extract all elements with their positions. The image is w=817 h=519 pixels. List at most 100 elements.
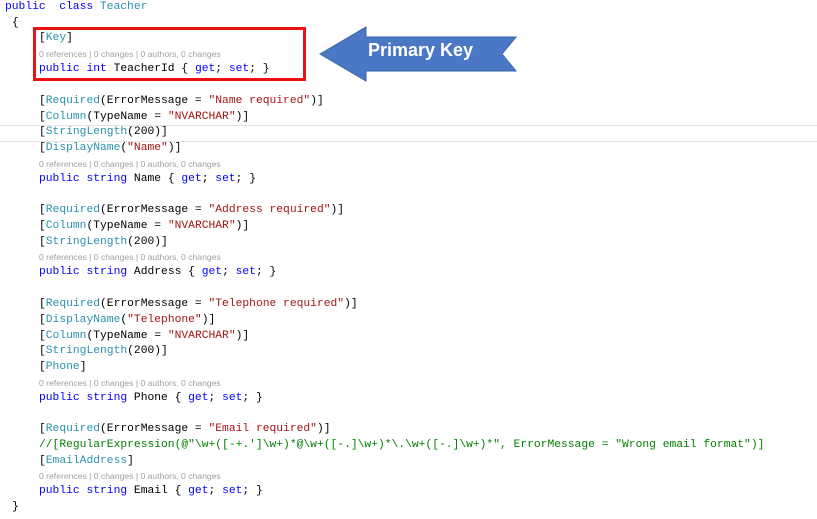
code-token: ; } — [235, 172, 256, 185]
code-token: Required — [45, 204, 101, 217]
code-token: [ — [39, 345, 46, 358]
codelens-info: 0 references | 0 changes | 0 authors, 0 … — [39, 158, 221, 169]
code-token: set — [215, 172, 236, 185]
code-token: [ — [39, 313, 46, 326]
code-token: Column — [45, 329, 87, 342]
code-token: get — [188, 391, 209, 404]
code-token: [ — [39, 110, 46, 123]
code-line: [StringLength(200)] — [39, 343, 168, 359]
code-token: StringLength — [45, 235, 128, 248]
code-token: )] — [235, 110, 250, 123]
code-token: public int — [39, 63, 114, 76]
code-token: Required — [45, 94, 101, 107]
code-token: [ — [39, 454, 46, 467]
code-token: set — [222, 485, 243, 498]
code-token: "Name" — [127, 141, 168, 154]
code-token: [ — [39, 126, 46, 139]
code-token: { — [12, 16, 19, 29]
code-line: [Required(ErrorMessage = "Name required"… — [39, 93, 324, 109]
code-token: ; } — [249, 63, 270, 76]
code-token: Key — [45, 32, 67, 45]
code-token: get — [194, 63, 216, 76]
code-token: Phone { — [133, 391, 189, 404]
code-token: (ErrorMessage = — [100, 204, 209, 217]
code-token: ; } — [255, 266, 277, 279]
code-line: [StringLength(200)] — [39, 124, 168, 140]
code-token: public string — [39, 172, 134, 185]
code-token: (ErrorMessage = — [100, 423, 209, 436]
code-token: [ — [39, 298, 46, 311]
codelens-info: 0 references | 0 changes | 0 authors, 0 … — [39, 471, 221, 482]
code-token: (200)] — [127, 126, 168, 139]
code-line: public string Name { get; set; } — [39, 171, 256, 187]
code-token: public string — [39, 391, 134, 404]
code-token: ( — [120, 313, 128, 326]
code-line: [Column(TypeName = "NVARCHAR")] — [39, 328, 249, 344]
code-token: Column — [45, 220, 87, 232]
code-token: )] — [310, 94, 324, 107]
code-token: ; — [208, 485, 223, 498]
code-token: set — [228, 63, 250, 76]
code-line: { — [12, 15, 19, 31]
codelens-info: 0 references | 0 changes | 0 authors, 0 … — [39, 252, 221, 263]
code-line: //[RegularExpression(@"\w+([-+.']\w+)*@\… — [39, 437, 764, 453]
code-token: (200)] — [127, 345, 168, 358]
code-token: [ — [39, 32, 46, 45]
code-token: (200)] — [127, 235, 168, 248]
code-token: get — [188, 485, 209, 498]
code-line: [Key] — [39, 30, 73, 46]
code-token: "Email required" — [208, 423, 317, 436]
code-token: ; — [201, 172, 216, 185]
code-line: [DisplayName("Name")] — [39, 140, 181, 156]
code-token: )] — [316, 423, 331, 436]
code-token: )] — [235, 220, 250, 232]
code-line: [Column(TypeName = "NVARCHAR")] — [39, 218, 249, 234]
code-token: ; — [222, 266, 236, 279]
code-line: [Required(ErrorMessage = "Email required… — [39, 421, 331, 437]
code-token: ; — [208, 391, 223, 404]
code-line: [Required(ErrorMessage = "Telephone requ… — [39, 296, 358, 312]
code-token: StringLength — [45, 126, 128, 139]
code-token: [ — [39, 360, 46, 373]
code-line: } — [12, 499, 19, 515]
code-token: Required — [45, 298, 101, 311]
code-token: "NVARCHAR" — [167, 329, 236, 342]
code-token: Teacher — [99, 1, 148, 13]
code-line: [Column(TypeName = "NVARCHAR")] — [39, 109, 249, 125]
code-token: StringLength — [45, 345, 128, 358]
code-line: [EmailAddress] — [39, 453, 134, 469]
code-token: set — [235, 266, 256, 279]
code-token: ] — [66, 32, 73, 45]
code-token: get — [181, 172, 202, 185]
code-token: ; } — [242, 391, 263, 404]
code-line: public string Email { get; set; } — [39, 483, 263, 499]
code-line: public string Phone { get; set; } — [39, 390, 263, 406]
code-token: } — [12, 501, 19, 514]
code-token: ; — [215, 63, 229, 76]
code-token: DisplayName — [45, 141, 121, 154]
code-token: get — [201, 266, 223, 279]
code-token: )] — [330, 204, 345, 217]
code-token: "NVARCHAR" — [167, 110, 236, 123]
code-token: [ — [39, 423, 46, 436]
code-token: Address { — [133, 266, 202, 279]
code-token: EmailAddress — [45, 454, 128, 467]
code-line: public string Address { get; set; } — [39, 264, 276, 280]
code-token: )] — [201, 313, 216, 326]
code-line: [DisplayName("Telephone")] — [39, 312, 215, 328]
code-token: public string — [39, 266, 134, 279]
code-token: [ — [39, 204, 46, 217]
code-line: [Required(ErrorMessage = "Address requir… — [39, 202, 344, 218]
code-token: Name { — [133, 172, 182, 185]
code-token: )] — [167, 141, 182, 154]
code-token: (ErrorMessage = — [100, 298, 209, 311]
primary-key-label: Primary Key — [368, 40, 474, 60]
code-token: (TypeName = — [86, 110, 168, 123]
codelens-info: 0 references | 0 changes | 0 authors, 0 … — [39, 49, 221, 60]
code-token: [ — [39, 220, 46, 232]
code-token: ] — [79, 360, 87, 373]
code-token: public class — [5, 1, 100, 13]
code-token: [ — [39, 235, 46, 248]
codelens-info: 0 references | 0 changes | 0 authors, 0 … — [39, 377, 221, 388]
code-token: "Telephone required" — [208, 298, 345, 311]
